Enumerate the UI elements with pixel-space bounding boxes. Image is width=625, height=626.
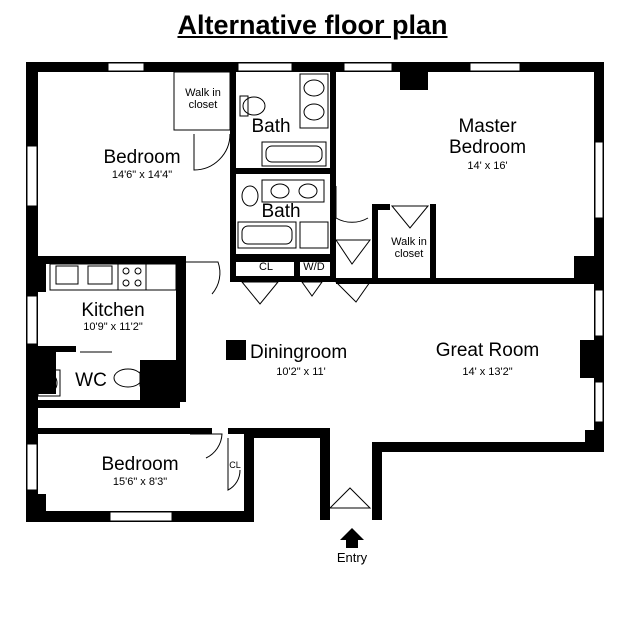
walk-in-closet-1-line1: Walk in [185,87,221,99]
doors [80,133,430,509]
great-room-dims: 14' x 13'2" [462,366,513,378]
bath-2-name: Bath [261,201,301,222]
fixtures [37,71,329,397]
bedroom-1-dims: 14'6" x 14'4" [111,169,173,181]
windows [26,62,604,522]
bedroom-1-name: Bedroom [103,147,181,168]
page-title: Alternative floor plan [177,10,448,40]
entry-label: Entry [336,550,368,565]
wc-name: WC [75,370,107,391]
cl-2-name: CL [229,460,241,470]
master-bedroom-line2: Bedroom [448,137,527,158]
kitchen-dims: 10'9" x 11'2" [83,321,143,333]
walk-in-closet-2-line2: closet [394,248,424,260]
bedroom-2-dims: 15'6" x 8'3" [112,476,168,488]
walk-in-closet-2-line1: Walk in [391,236,427,248]
master-bedroom-line1: Master [458,116,517,137]
entry-arrow-icon [340,528,364,548]
wd-name: W/D [303,261,325,273]
diningroom-name: Diningroom [250,342,348,363]
bath-1-name: Bath [251,116,291,137]
diningroom-dims: 10'2" x 11' [276,366,326,378]
bedroom-2-name: Bedroom [101,454,179,475]
great-room-name: Great Room [435,340,540,361]
walk-in-closet-1-line2: closet [188,99,218,111]
cl-1-name: CL [258,261,274,273]
master-bedroom-dims: 14' x 16' [467,160,508,172]
kitchen-name: Kitchen [81,300,145,321]
